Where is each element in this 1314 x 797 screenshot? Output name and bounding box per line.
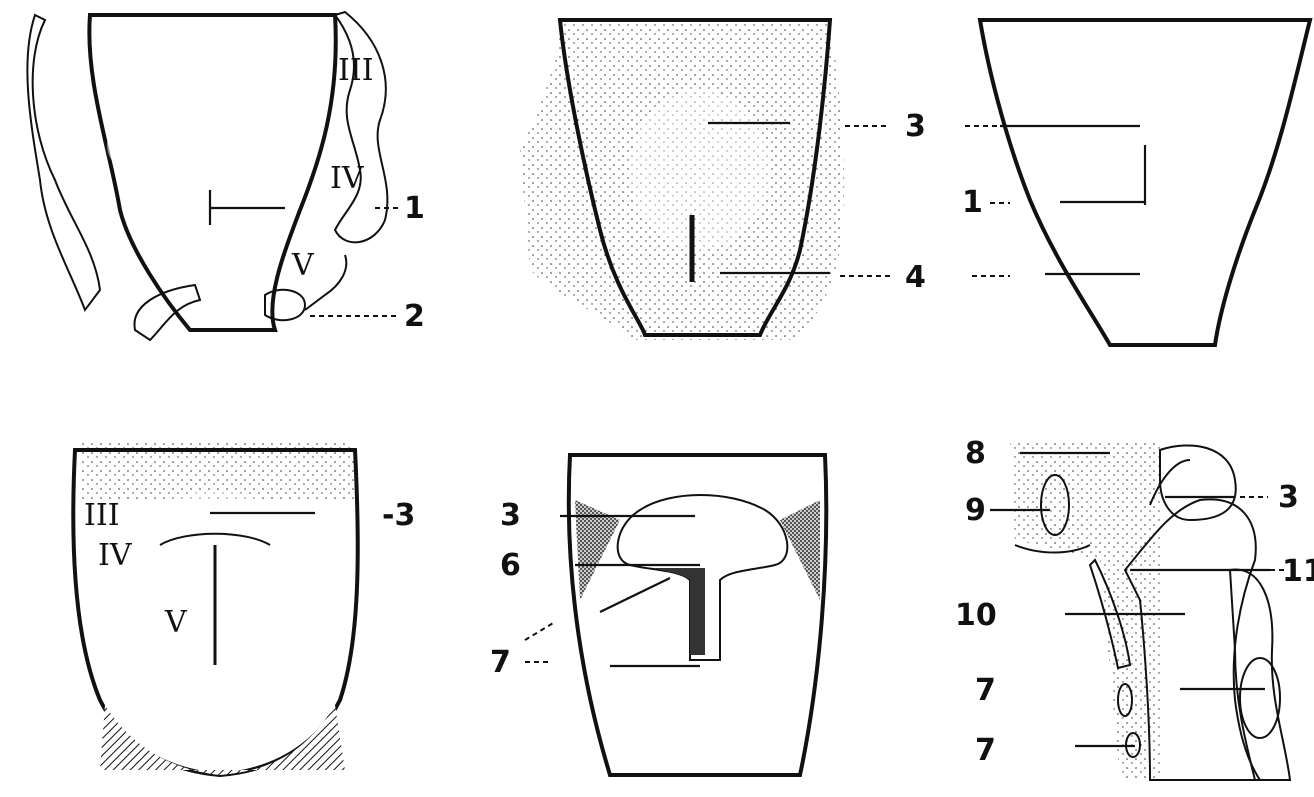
panel5-label-6: 6: [500, 548, 521, 583]
panel1-lobe: [208, 115, 292, 185]
panel3-highlight: [1050, 110, 1210, 250]
panel-3: 1: [962, 20, 1310, 345]
panel1-label-iii: III: [338, 53, 374, 88]
panel5-dash-7a: [525, 622, 555, 640]
panel4-label-3: -3: [382, 498, 415, 533]
panel5-dark-right: [780, 500, 820, 600]
panel6-label-9: 9: [965, 493, 986, 528]
panel1-label-v: V: [291, 248, 315, 283]
panel1-lobe: [107, 113, 183, 177]
panel4-label-iv: IV: [98, 538, 133, 573]
panel6-right-tissue: [1230, 570, 1290, 780]
panel6-label-10: 10: [955, 598, 997, 633]
panel2-highlight: [630, 90, 770, 250]
panel5-pointer-7a: [600, 578, 670, 612]
panel1-lobe: [160, 175, 270, 255]
panel1-lobe: [185, 30, 275, 110]
panel6-label-7b: 7: [975, 733, 996, 768]
panel6-label-7a: 7: [975, 673, 996, 708]
panel1-label-iv: IV: [330, 161, 365, 196]
panel5-label-7: 7: [490, 645, 511, 680]
panel2-label-4: 4: [905, 260, 926, 295]
panel-4: III IV V -3: [73, 440, 415, 775]
panel6-label-11: 11: [1282, 554, 1314, 589]
panel4-label-v: V: [164, 605, 188, 640]
panel4-label-iii: III: [84, 498, 120, 533]
panel4-floor-hatch: [100, 705, 345, 775]
panel3-label-1: 1: [962, 185, 983, 220]
panel-6: 8 9 10 7 7 3 11: [955, 436, 1314, 780]
panel-1: III IV V 1 2: [27, 12, 425, 340]
panel6-label-3: 3: [1278, 480, 1299, 515]
panel-5: 3 6 7: [490, 455, 826, 775]
panel2-label-3: 3: [905, 109, 926, 144]
panel6-cerebellum: [1160, 445, 1236, 520]
panel6-stipple-field: [1010, 440, 1160, 780]
panel1-lobe: [98, 22, 182, 98]
panel5-label-3: 3: [500, 498, 521, 533]
panel6-label-8: 8: [965, 436, 986, 471]
panel1-label-2: 2: [404, 299, 425, 334]
panel1-label-1: 1: [404, 191, 425, 226]
panel-2: 3 4: [520, 20, 926, 340]
